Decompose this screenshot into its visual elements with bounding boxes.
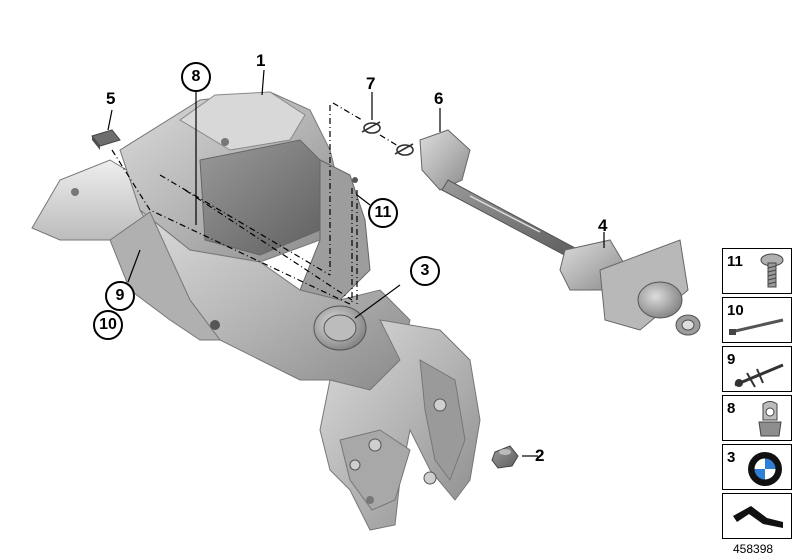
legend-number: 3 bbox=[727, 449, 736, 466]
callout-9: 9 bbox=[105, 281, 135, 311]
callout-4: 4 bbox=[598, 216, 608, 235]
cable-holder-icon bbox=[734, 363, 784, 388]
screw-icon bbox=[760, 253, 784, 288]
leader-lines bbox=[107, 69, 605, 457]
legend-number: 9 bbox=[727, 351, 736, 368]
callout-5: 5 bbox=[106, 89, 116, 108]
callout-10: 10 bbox=[93, 310, 123, 340]
callout-1: 1 bbox=[256, 51, 266, 70]
cable-tie-icon bbox=[729, 318, 784, 335]
legend-item-9: 9 bbox=[722, 346, 792, 392]
legend-number: 10 bbox=[727, 302, 744, 319]
hex-nut-part bbox=[491, 445, 519, 469]
pedal-support-bracket bbox=[31, 91, 411, 391]
callout-2: 2 bbox=[535, 446, 545, 465]
callout-6: 6 bbox=[434, 89, 444, 108]
callout-8: 8 bbox=[181, 62, 211, 92]
legend-item-10: 10 bbox=[722, 297, 792, 343]
legend-item-arrow bbox=[722, 493, 792, 539]
bmw-emblem-icon bbox=[748, 452, 782, 486]
legend-item-11: 11 bbox=[722, 248, 792, 294]
rubber-pad-part bbox=[91, 129, 121, 150]
legend-item-8: 8 bbox=[722, 395, 792, 441]
legend-item-3: 3 bbox=[722, 444, 792, 490]
arrow-left-icon bbox=[733, 506, 783, 528]
spring-clips-part bbox=[361, 121, 414, 156]
callout-3: 3 bbox=[410, 256, 440, 286]
steering-shaft-part bbox=[419, 129, 576, 259]
callout-11: 11 bbox=[368, 198, 398, 228]
legend-number: 8 bbox=[727, 400, 736, 417]
document-number: 458398 bbox=[733, 542, 774, 556]
column-bracket-part bbox=[559, 239, 701, 336]
pedal-arm bbox=[319, 319, 481, 531]
legend-number: 11 bbox=[727, 253, 743, 270]
callout-7: 7 bbox=[366, 74, 376, 93]
clip-nut-icon bbox=[758, 401, 782, 437]
